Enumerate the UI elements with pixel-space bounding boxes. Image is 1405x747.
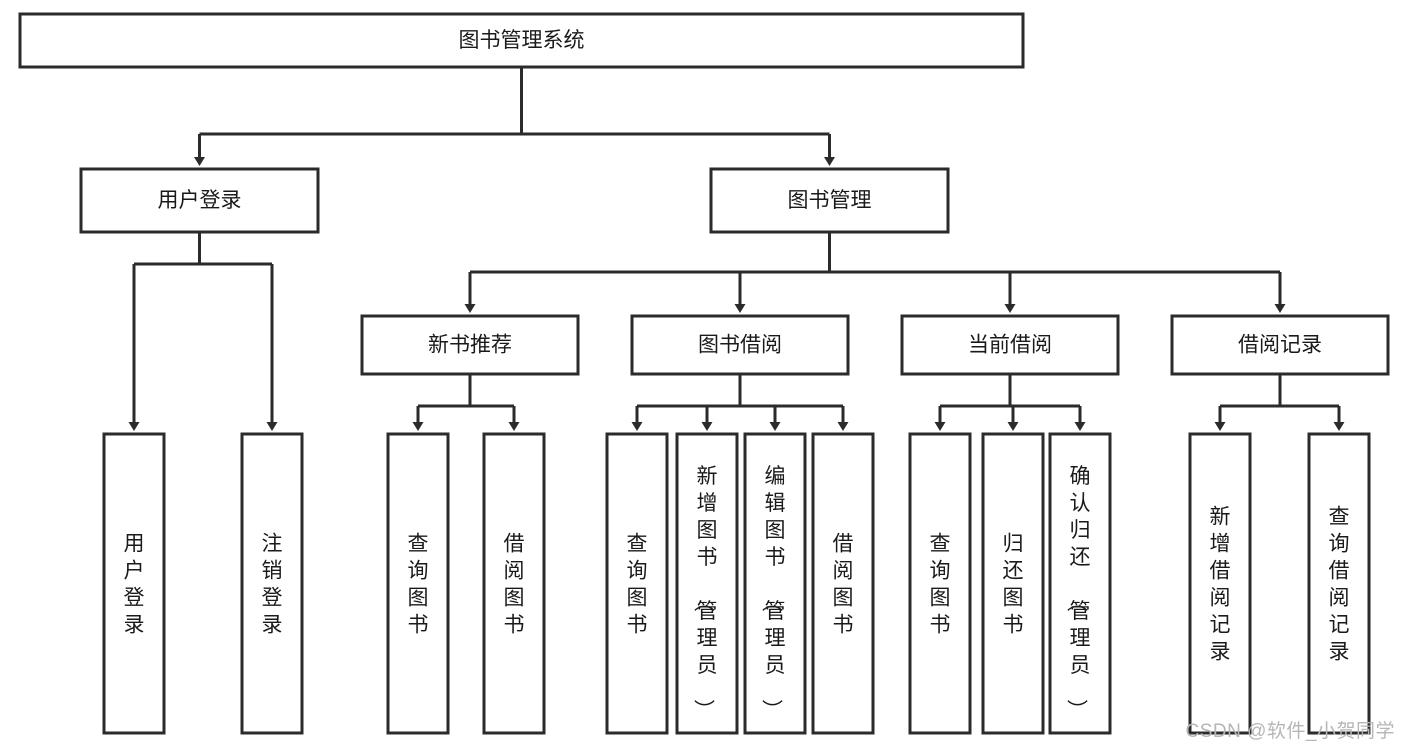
node-leaf-query-book-2[interactable]: 查询图书	[605, 432, 669, 735]
node-borrow-record[interactable]: 借阅记录	[1170, 314, 1390, 376]
node-label-leaf-return-book: 归还图书	[1003, 533, 1024, 637]
node-label-borrow-record: 借阅记录	[1238, 334, 1322, 357]
node-leaf-query-book-3[interactable]: 查询图书	[908, 432, 972, 735]
node-user-login[interactable]: 用户登录	[79, 167, 320, 234]
node-box-leaf-edit-book-admin[interactable]	[743, 432, 807, 735]
node-current-borrow[interactable]: 当前借阅	[900, 314, 1120, 376]
node-box-leaf-user-logout[interactable]	[240, 432, 304, 735]
edge-group-new-book-recommend	[412, 374, 520, 431]
node-box-leaf-add-borrow-record[interactable]	[1188, 432, 1252, 735]
node-book-manage[interactable]: 图书管理	[709, 167, 950, 234]
node-label-leaf-user-logout: 注销登录	[262, 533, 283, 637]
node-leaf-return-book[interactable]: 归还图书	[981, 432, 1045, 735]
node-box-leaf-confirm-return-admin[interactable]	[1048, 432, 1112, 735]
node-box-leaf-add-book-admin[interactable]	[675, 432, 739, 735]
node-label-leaf-borrow-book-1: 借阅图书	[504, 533, 525, 637]
node-leaf-add-borrow-record[interactable]: 新增借阅记录	[1188, 432, 1252, 735]
node-box-leaf-user-login[interactable]	[102, 432, 166, 735]
node-label-leaf-add-borrow-record: 新增借阅记录	[1210, 506, 1231, 664]
node-box-leaf-query-book-1[interactable]	[386, 432, 450, 735]
node-leaf-user-logout[interactable]: 注销登录	[240, 432, 304, 735]
node-leaf-borrow-book-2[interactable]: 借阅图书	[811, 432, 875, 735]
node-box-user-login[interactable]	[79, 167, 320, 234]
node-box-leaf-query-book-2[interactable]	[605, 432, 669, 735]
edge-group-book-manage	[464, 232, 1286, 313]
node-label-book-borrow: 图书借阅	[698, 334, 782, 357]
node-label-leaf-query-book-3: 查询图书	[930, 533, 951, 637]
edge-group-root	[194, 67, 835, 166]
node-leaf-edit-book-admin[interactable]: 编辑图书（管理员）	[743, 432, 807, 735]
node-leaf-confirm-return-admin[interactable]: 确认归还（管理员）	[1048, 432, 1112, 735]
node-label-leaf-add-book-admin: 新增图书（管理员）	[692, 465, 718, 720]
watermark-text: CSDN @软件_小贺同学	[1185, 721, 1395, 742]
node-book-borrow[interactable]: 图书借阅	[630, 314, 850, 376]
node-leaf-borrow-book-1[interactable]: 借阅图书	[482, 432, 546, 735]
node-box-new-book-recommend[interactable]	[360, 314, 580, 376]
node-label-user-login: 用户登录	[158, 189, 242, 212]
node-label-leaf-query-borrow-record: 查询借阅记录	[1329, 506, 1350, 664]
node-box-root[interactable]	[18, 12, 1025, 69]
node-label-new-book-recommend: 新书推荐	[428, 334, 512, 357]
node-box-current-borrow[interactable]	[900, 314, 1120, 376]
node-box-book-manage[interactable]	[709, 167, 950, 234]
node-label-root: 图书管理系统	[459, 29, 585, 52]
node-label-leaf-borrow-book-2: 借阅图书	[833, 533, 854, 637]
node-box-leaf-query-book-3[interactable]	[908, 432, 972, 735]
edge-group-borrow-record	[1214, 374, 1345, 431]
edge-group-user-login	[128, 232, 278, 431]
node-label-leaf-edit-book-admin: 编辑图书（管理员）	[760, 465, 786, 720]
edge-group-current-borrow	[934, 374, 1086, 431]
node-box-leaf-borrow-book-1[interactable]	[482, 432, 546, 735]
node-leaf-add-book-admin[interactable]: 新增图书（管理员）	[675, 432, 739, 735]
node-leaf-user-login[interactable]: 用户登录	[102, 432, 166, 735]
node-label-leaf-user-login: 用户登录	[124, 533, 145, 637]
node-label-current-borrow: 当前借阅	[968, 334, 1052, 357]
node-box-leaf-return-book[interactable]	[981, 432, 1045, 735]
node-leaf-query-borrow-record[interactable]: 查询借阅记录	[1307, 432, 1371, 735]
node-label-book-manage: 图书管理	[788, 189, 872, 212]
node-box-borrow-record[interactable]	[1170, 314, 1390, 376]
node-box-book-borrow[interactable]	[630, 314, 850, 376]
node-label-leaf-query-book-2: 查询图书	[627, 533, 648, 637]
node-leaf-query-book-1[interactable]: 查询图书	[386, 432, 450, 735]
node-root[interactable]: 图书管理系统	[18, 12, 1025, 69]
node-box-leaf-borrow-book-2[interactable]	[811, 432, 875, 735]
node-box-leaf-query-borrow-record[interactable]	[1307, 432, 1371, 735]
node-label-leaf-query-book-1: 查询图书	[408, 533, 429, 637]
edge-group-book-borrow	[631, 374, 849, 431]
node-new-book-recommend[interactable]: 新书推荐	[360, 314, 580, 376]
connector-lines	[128, 67, 1345, 431]
node-label-leaf-confirm-return-admin: 确认归还（管理员）	[1065, 465, 1091, 720]
node-boxes: 图书管理系统用户登录图书管理新书推荐图书借阅当前借阅借阅记录用户登录注销登录查询…	[18, 12, 1390, 735]
